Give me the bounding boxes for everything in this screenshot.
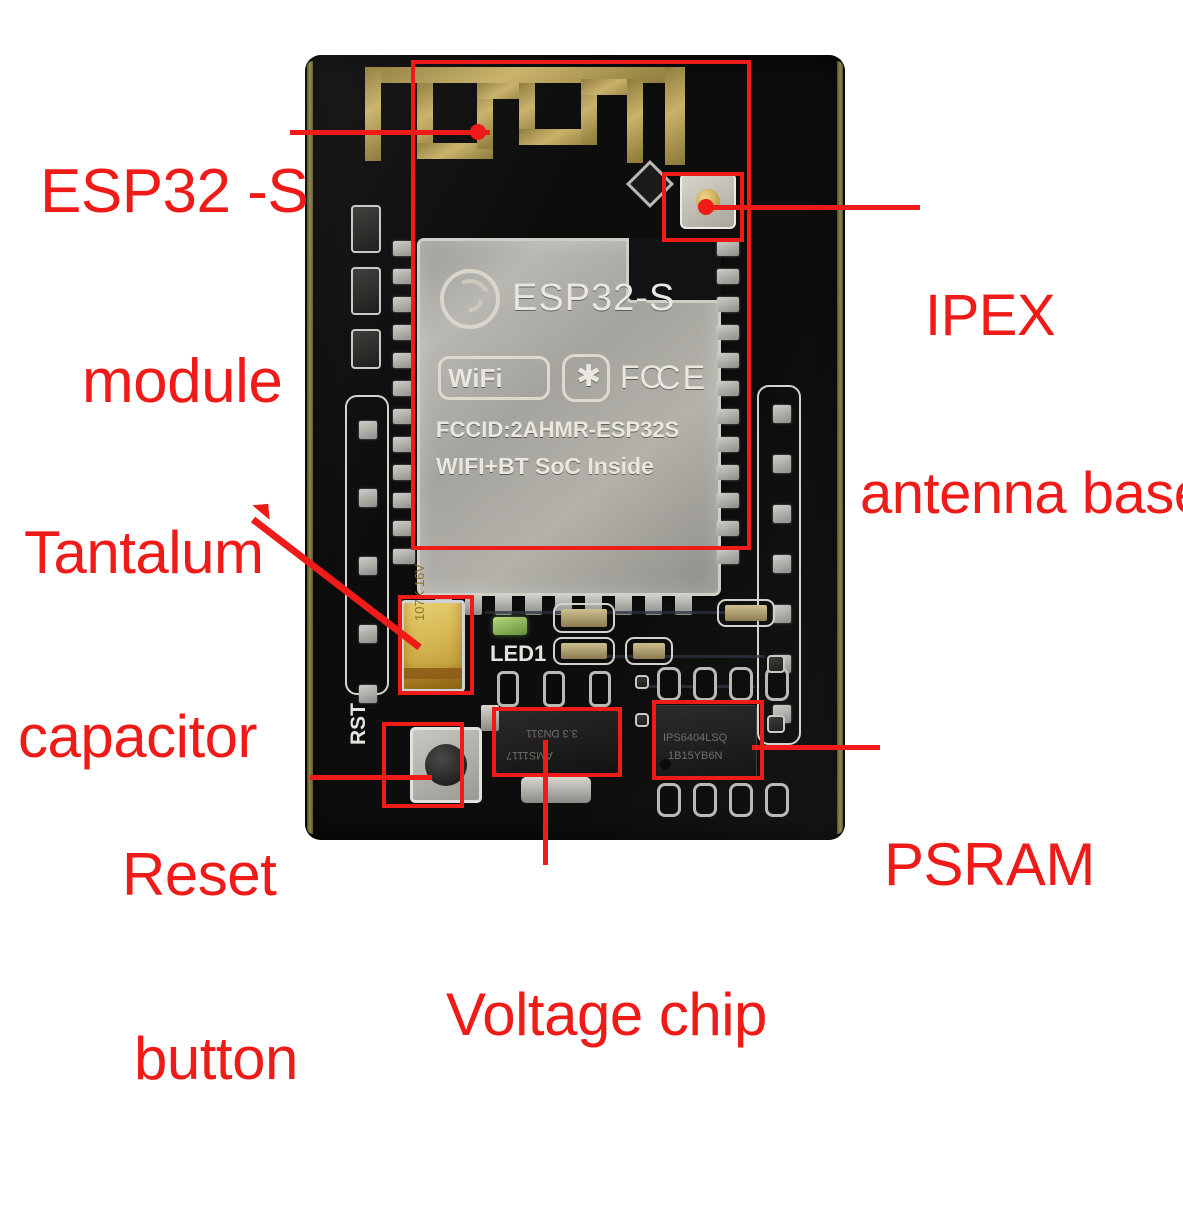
callout-box-esp32s-module: [411, 60, 751, 550]
label-reset-button-line2: button: [134, 1024, 298, 1092]
smd-resistor: [633, 643, 665, 659]
smd-capacitor: [767, 715, 785, 733]
capacitor-polarity-band: [404, 668, 462, 679]
label-voltage-chip-line1: Voltage chip: [446, 981, 767, 1049]
label-esp32s-module-line1: ESP32 -S: [40, 157, 309, 227]
reset-button-switch[interactable]: [410, 727, 482, 803]
module-fcc-id: FCCID:2AHMR-ESP32S: [436, 417, 680, 442]
leader-dot-ipex-antenna: [698, 199, 714, 215]
leader-line-ipex-antenna: [705, 205, 920, 210]
label-voltage-chip: Voltage chip: [446, 862, 767, 1168]
callout-box-reset-button: [382, 722, 464, 808]
smd-capacitor: [635, 675, 649, 689]
wifi-logo-icon: [438, 356, 550, 400]
label-ipex-antenna: IPEX antenna base: [860, 168, 1183, 641]
callout-box-psram: [652, 700, 764, 780]
annotated-photo-canvas: ESP32-S WiFi ✱ FC CE FCCID:2AHMR-ESP32S …: [18, 34, 1183, 1090]
bluetooth-icon: [562, 354, 610, 402]
espressif-logo-icon: [440, 269, 500, 329]
smd-outline: [553, 603, 615, 633]
pcb-trace: [605, 655, 765, 658]
smd-outline: [625, 637, 673, 665]
label-ipex-antenna-line2: antenna base: [860, 460, 1183, 526]
board-edge-plating-left: [307, 61, 313, 834]
callout-box-voltage-chip: [492, 707, 622, 777]
smd-resistor: [561, 643, 607, 659]
leader-line-voltage-chip: [543, 740, 548, 865]
rst-silkscreen: RST: [347, 703, 370, 745]
label-psram-line1: PSRAM: [884, 831, 1095, 899]
label-tantalum-capacitor-line2: capacitor: [18, 702, 257, 770]
module-tagline: WIFI+BT SoC Inside: [436, 453, 654, 479]
tantalum-capacitor: 107K 16V: [401, 564, 465, 692]
smd-outline: [717, 599, 775, 627]
shield-notch: [626, 238, 721, 303]
ce-logo-icon: CE: [656, 359, 708, 397]
leader-line-esp32s-module: [290, 130, 490, 135]
smd-outline: [553, 637, 615, 665]
vreg-tab-pad: [521, 777, 591, 803]
psram-marking-line1: IPS6404LSQ: [663, 732, 728, 744]
label-ipex-antenna-line1: IPEX: [925, 283, 1056, 349]
wifi-logo-text: WiFi: [448, 363, 503, 393]
label-esp32s-module-line2: module: [82, 347, 283, 417]
leader-dot-esp32s-module: [470, 124, 486, 140]
label-psram: PSRAM: [884, 712, 1095, 1018]
psram-chip: IPS6404LSQ 1B15YB6N: [653, 705, 757, 779]
pcb-meander-antenna: [365, 67, 733, 179]
module-part-number: ESP32-S: [512, 277, 676, 319]
label-reset-button-line1: Reset: [122, 841, 277, 909]
smd-resistor: [725, 605, 767, 621]
fcc-logo-icon: FC: [620, 359, 663, 395]
label-tantalum-capacitor: Tantalum capacitor: [18, 400, 264, 890]
smd-resistor: [561, 609, 607, 627]
psram-marking-line2: 1B15YB6N: [668, 750, 723, 762]
leader-line-reset-button: [310, 775, 432, 780]
smd-capacitor: [635, 713, 649, 727]
label-reset-button: Reset button: [122, 722, 298, 1212]
status-led: [493, 617, 527, 635]
board-edge-plating-right: [837, 61, 843, 834]
led1-silkscreen: LED1: [490, 641, 547, 666]
leader-line-psram: [752, 745, 880, 750]
psram-pin1-dot: [660, 759, 671, 770]
esp32-cam-board: ESP32-S WiFi ✱ FC CE FCCID:2AHMR-ESP32S …: [305, 55, 845, 840]
smd-capacitor: [767, 655, 785, 673]
label-tantalum-capacitor-line1: Tantalum: [24, 519, 264, 587]
callout-box-tantalum-capacitor: [398, 595, 474, 695]
label-esp32s-module: ESP32 -S module: [40, 34, 309, 540]
bluetooth-glyph: ✱: [576, 360, 602, 393]
